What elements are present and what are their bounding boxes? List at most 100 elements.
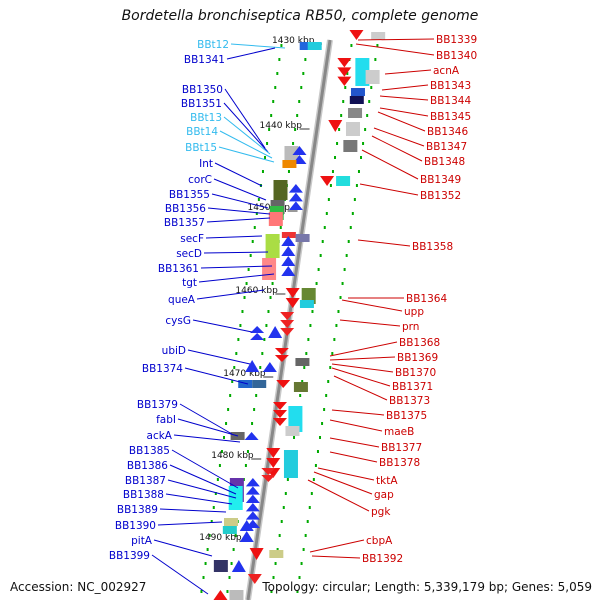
gene-arrow xyxy=(239,531,254,542)
gene-label-right: BB1349 xyxy=(420,174,461,186)
lane-dot xyxy=(278,534,281,537)
lane-dot xyxy=(309,324,312,327)
lane-dot xyxy=(364,128,367,131)
gene-arrow xyxy=(276,380,291,388)
leader-line xyxy=(313,471,373,495)
gene-block xyxy=(343,140,358,152)
leader-line xyxy=(207,207,271,215)
lane-dot xyxy=(315,282,318,285)
lane-dot xyxy=(237,338,240,341)
gene-label-left: corC xyxy=(188,174,212,186)
lane-dot xyxy=(200,590,203,593)
gene-label-right: BB1352 xyxy=(420,190,461,202)
gene-arrow xyxy=(245,478,260,487)
leader-line xyxy=(361,149,419,180)
leader-line xyxy=(151,554,209,595)
gene-arrow xyxy=(328,120,343,132)
gene-arrow xyxy=(285,288,300,298)
gene-label-left: BB1390 xyxy=(115,520,156,532)
lane-dot xyxy=(298,100,301,103)
gene-label-left: BB1399 xyxy=(109,550,150,562)
lane-dot xyxy=(292,142,295,145)
lane-dot xyxy=(301,380,304,383)
gene-label-right: gap xyxy=(374,489,394,501)
lane-dot xyxy=(241,310,244,313)
leader-line xyxy=(331,409,385,416)
gene-label-right: BB1339 xyxy=(436,34,477,46)
lane-dot xyxy=(351,212,354,215)
lane-dot xyxy=(253,408,256,411)
gene-label-right: BB1373 xyxy=(389,395,430,407)
gene-label-left: ubiD xyxy=(162,345,186,357)
gene-block xyxy=(299,42,314,50)
leader-line xyxy=(307,479,370,512)
gene-arrow xyxy=(337,67,352,77)
leader-line xyxy=(169,464,237,495)
gene-arrow xyxy=(245,486,260,495)
gene-block xyxy=(265,234,280,258)
lane-dot xyxy=(299,394,302,397)
gene-block xyxy=(222,526,237,534)
leader-line xyxy=(198,273,275,283)
gene-label-left: BB1361 xyxy=(158,263,199,275)
lane-dot xyxy=(312,478,315,481)
lane-dot xyxy=(272,100,275,103)
gene-arrow xyxy=(266,448,281,458)
gene-block xyxy=(295,358,310,366)
lane-dot xyxy=(239,324,242,327)
lane-dot xyxy=(274,86,277,89)
gene-label-right: tktA xyxy=(376,475,398,487)
gene-block xyxy=(281,232,296,238)
gene-label-left: ackA xyxy=(147,430,173,442)
gene-block xyxy=(229,590,244,600)
leader-line xyxy=(219,130,273,159)
gene-arrow xyxy=(292,146,307,155)
gene-arrow xyxy=(250,333,265,340)
gene-arrow xyxy=(274,348,289,355)
lane-dot xyxy=(305,352,308,355)
gene-label-left: secD xyxy=(176,248,202,260)
gene-block xyxy=(307,42,322,50)
lane-dot xyxy=(255,394,258,397)
gene-arrow xyxy=(247,574,262,584)
gene-arrow xyxy=(272,402,287,410)
lane-dot xyxy=(214,492,217,495)
leader-line xyxy=(177,418,239,437)
lane-dot xyxy=(353,198,356,201)
kbp-label: 1450 kbp xyxy=(248,203,291,213)
lane-dot xyxy=(251,240,254,243)
gene-block xyxy=(283,450,298,478)
lane-dot xyxy=(267,310,270,313)
lane-dot xyxy=(335,324,338,327)
lane-dot xyxy=(345,254,348,257)
gene-label-left: BB1385 xyxy=(129,445,170,457)
lane-dot xyxy=(280,44,283,47)
lane-dot xyxy=(286,478,289,481)
gene-label-right: BB1370 xyxy=(395,367,436,379)
gene-block xyxy=(268,212,283,226)
lane-dot xyxy=(293,436,296,439)
accession-text: Accession: NC_002927 xyxy=(10,580,147,594)
leader-line xyxy=(329,451,378,463)
gene-arrow xyxy=(266,458,281,468)
gene-arrow xyxy=(244,432,259,440)
gene-arrow xyxy=(272,410,287,418)
lane-dot xyxy=(247,268,250,271)
lane-dot xyxy=(210,520,213,523)
leader-line xyxy=(379,107,429,117)
gene-label-left: BB1350 xyxy=(182,84,223,96)
lane-dot xyxy=(327,380,330,383)
lane-dot xyxy=(230,562,233,565)
gene-block xyxy=(365,70,380,84)
gene-label-right: BB1346 xyxy=(427,126,468,138)
lane-dot xyxy=(338,128,341,131)
leader-line xyxy=(357,38,435,41)
lane-dot xyxy=(266,142,269,145)
lane-dot xyxy=(333,338,336,341)
gene-arrow xyxy=(272,418,287,426)
gene-block xyxy=(371,32,386,40)
gene-label-right: pgk xyxy=(371,506,391,518)
leader-line xyxy=(173,434,241,443)
leader-line xyxy=(184,367,249,385)
lane-dot xyxy=(234,534,237,537)
